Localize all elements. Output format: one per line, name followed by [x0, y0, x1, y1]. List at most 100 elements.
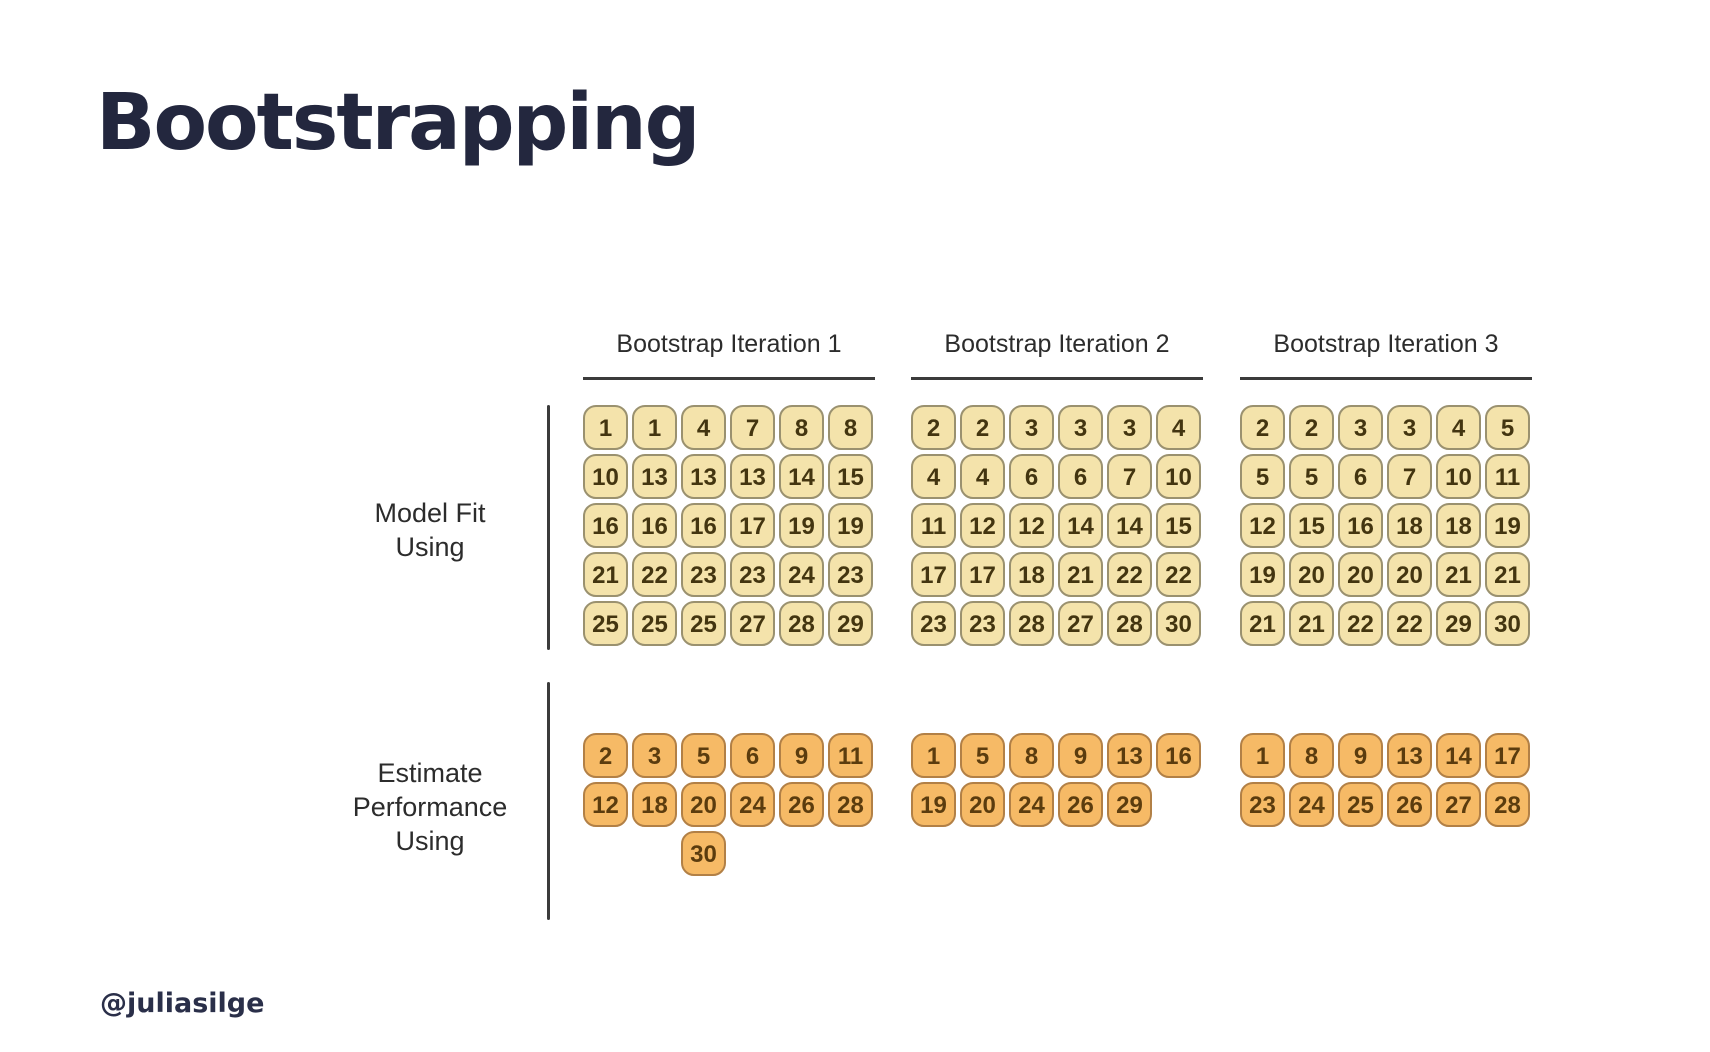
estimate-label-line1: Estimate — [377, 758, 483, 788]
model-fit-label-line2: Using — [395, 532, 465, 562]
fit-tile: 22 — [1387, 601, 1432, 646]
fit-tile: 5 — [1485, 405, 1530, 450]
estimate-tile: 19 — [911, 782, 956, 827]
fit-tile: 1 — [583, 405, 628, 450]
fit-tile: 13 — [730, 454, 775, 499]
estimate-tile: 13 — [1387, 733, 1432, 778]
fit-tile: 15 — [828, 454, 873, 499]
fit-tile: 16 — [632, 503, 677, 548]
fit-tile: 13 — [681, 454, 726, 499]
estimate-tile: 5 — [681, 733, 726, 778]
fit-tile: 3 — [1009, 405, 1054, 450]
fit-section-divider-line — [547, 405, 550, 650]
fit-tile: 4 — [960, 454, 1005, 499]
fit-tile: 22 — [1338, 601, 1383, 646]
estimate-tile: 27 — [1436, 782, 1481, 827]
fit-tile: 19 — [779, 503, 824, 548]
fit-tile: 6 — [1338, 454, 1383, 499]
iteration-3-header: Bootstrap Iteration 3 — [1240, 330, 1532, 380]
fit-tile: 3 — [1387, 405, 1432, 450]
estimate-tile: 17 — [1485, 733, 1530, 778]
fit-tile: 16 — [583, 503, 628, 548]
fit-tile: 17 — [911, 552, 956, 597]
fit-tile: 28 — [1009, 601, 1054, 646]
estimate-tile: 20 — [681, 782, 726, 827]
fit-tile: 24 — [779, 552, 824, 597]
estimate-tile: 11 — [828, 733, 873, 778]
estimate-tile: 2 — [583, 733, 628, 778]
fit-tile: 20 — [1289, 552, 1334, 597]
estimate-tile: 16 — [1156, 733, 1201, 778]
fit-tile: 23 — [681, 552, 726, 597]
fit-tile: 4 — [681, 405, 726, 450]
estimate-tile: 26 — [779, 782, 824, 827]
fit-tile: 21 — [1240, 601, 1285, 646]
estimate-tile: 20 — [960, 782, 1005, 827]
fit-tile: 19 — [1485, 503, 1530, 548]
fit-tile: 6 — [1009, 454, 1054, 499]
iteration-1-header: Bootstrap Iteration 1 — [583, 330, 875, 380]
iteration-2-header: Bootstrap Iteration 2 — [911, 330, 1203, 380]
fit-tile: 25 — [583, 601, 628, 646]
fit-tile: 30 — [1485, 601, 1530, 646]
estimate-tile: 24 — [1289, 782, 1334, 827]
fit-tile: 16 — [681, 503, 726, 548]
estimate-tile: 8 — [1289, 733, 1334, 778]
fit-tile: 12 — [960, 503, 1005, 548]
estimate-tile: 9 — [779, 733, 824, 778]
estimate-tile: 24 — [1009, 782, 1054, 827]
fit-tile: 10 — [583, 454, 628, 499]
estimate-tile: 5 — [960, 733, 1005, 778]
fit-tile: 23 — [828, 552, 873, 597]
estimate-tile: 12 — [583, 782, 628, 827]
fit-tile: 21 — [583, 552, 628, 597]
fit-tile: 18 — [1387, 503, 1432, 548]
fit-tile: 16 — [1338, 503, 1383, 548]
estimate-tile: 14 — [1436, 733, 1481, 778]
estimate-tile: 8 — [1009, 733, 1054, 778]
fit-tile: 2 — [1289, 405, 1334, 450]
fit-tile: 30 — [1156, 601, 1201, 646]
fit-tile: 29 — [1436, 601, 1481, 646]
model-fit-label: Model Fit Using — [300, 496, 560, 564]
fit-tile: 23 — [911, 601, 956, 646]
estimate-tile: 23 — [1240, 782, 1285, 827]
fit-tile: 2 — [1240, 405, 1285, 450]
fit-tile: 15 — [1156, 503, 1201, 548]
fit-tile: 3 — [1058, 405, 1103, 450]
fit-tile: 8 — [779, 405, 824, 450]
fit-tile: 28 — [1107, 601, 1152, 646]
estimate-tile: 26 — [1058, 782, 1103, 827]
fit-tile: 3 — [1107, 405, 1152, 450]
fit-tile: 6 — [1058, 454, 1103, 499]
fit-tile: 21 — [1289, 601, 1334, 646]
slide-title: Bootstrapping — [96, 78, 700, 168]
fit-tile: 10 — [1156, 454, 1201, 499]
fit-tile: 4 — [911, 454, 956, 499]
fit-tile: 22 — [632, 552, 677, 597]
estimate-tile: 1 — [911, 733, 956, 778]
estimate-tile: 24 — [730, 782, 775, 827]
estimate-tile: 1 — [1240, 733, 1285, 778]
fit-tile: 1 — [632, 405, 677, 450]
fit-tile: 23 — [960, 601, 1005, 646]
fit-tile: 12 — [1240, 503, 1285, 548]
fit-tile: 19 — [828, 503, 873, 548]
fit-tile: 20 — [1338, 552, 1383, 597]
fit-tile: 25 — [681, 601, 726, 646]
fit-tile: 11 — [1485, 454, 1530, 499]
estimate-tile: 9 — [1338, 733, 1383, 778]
fit-tile: 4 — [1156, 405, 1201, 450]
author-handle: @juliasilge — [100, 988, 265, 1019]
estimate-tile: 28 — [1485, 782, 1530, 827]
fit-tile: 5 — [1289, 454, 1334, 499]
estimate-section-divider-line — [547, 682, 550, 920]
fit-tile: 21 — [1058, 552, 1103, 597]
